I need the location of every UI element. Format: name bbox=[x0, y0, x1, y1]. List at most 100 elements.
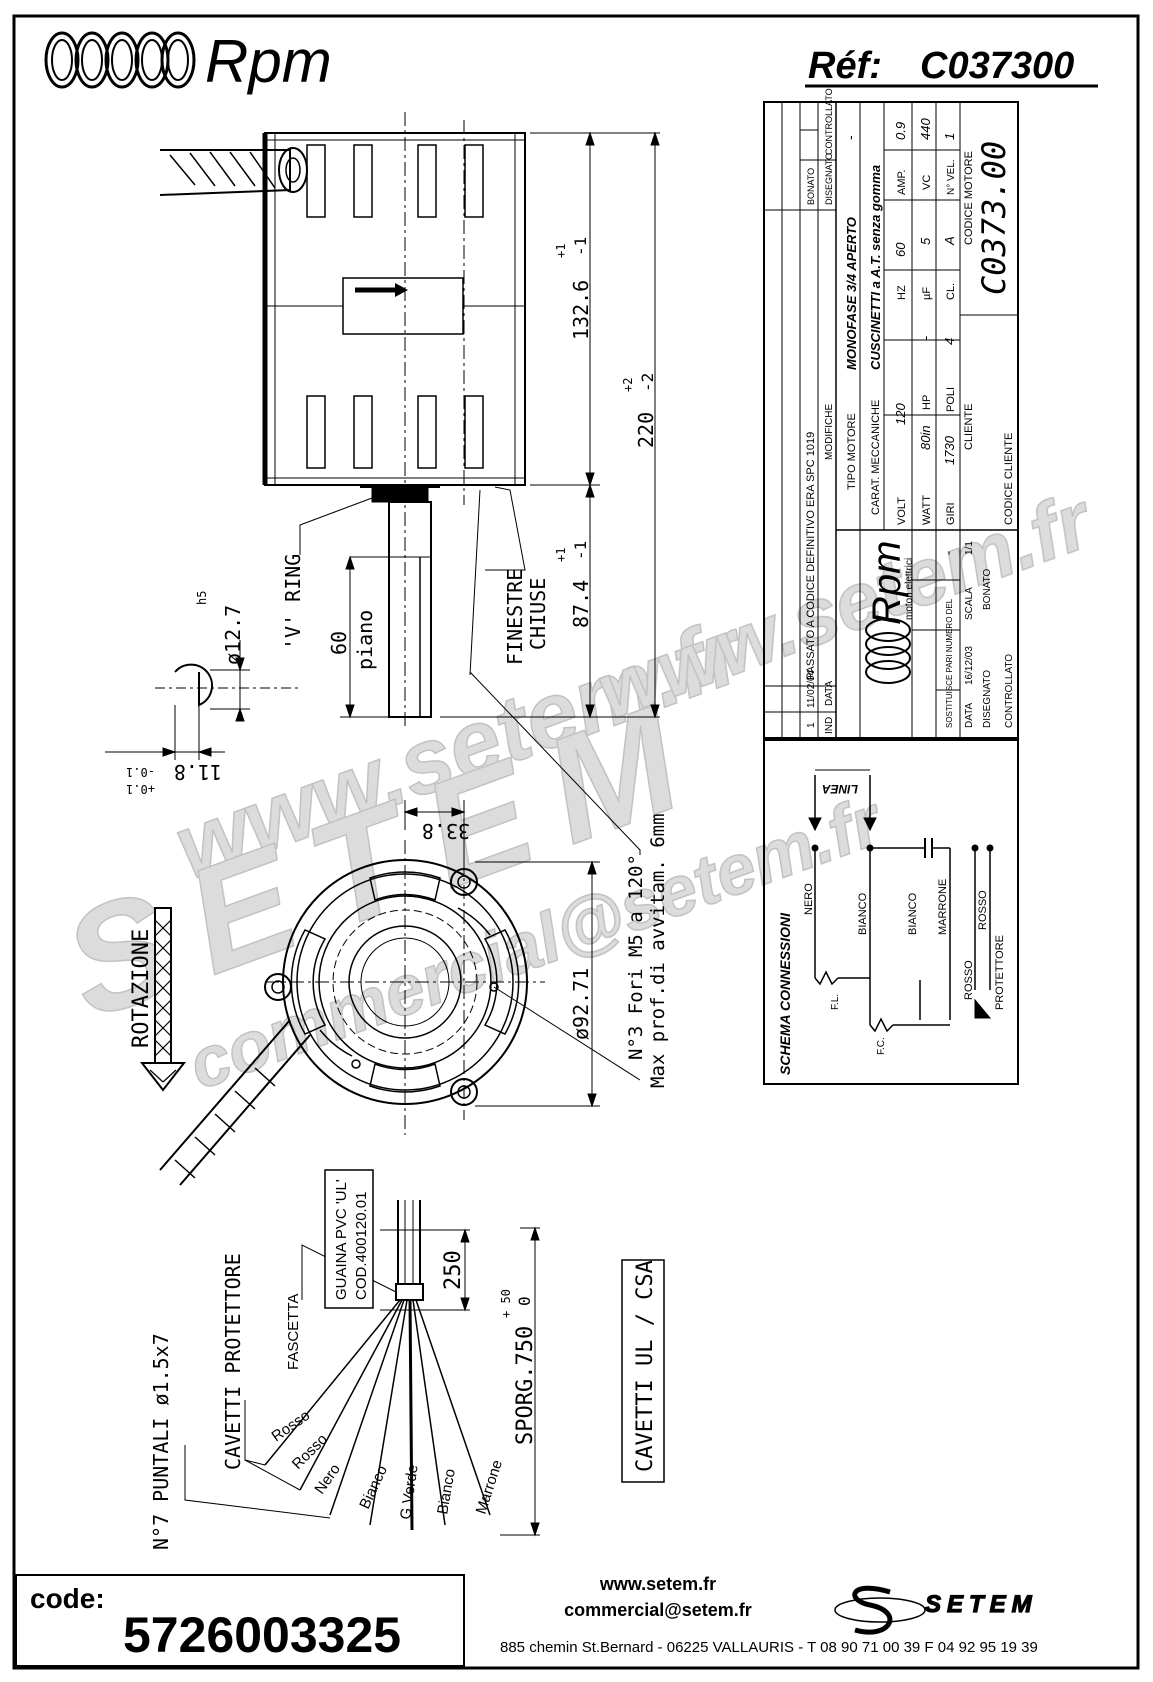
bonato-label-2: BONATO bbox=[982, 568, 993, 610]
footer: code: 5726003325 www.setem.fr commercial… bbox=[15, 1574, 1038, 1667]
setem-logo bbox=[834, 1585, 926, 1635]
giri: 1730 bbox=[942, 435, 957, 465]
dim-body-length: 132.6 bbox=[569, 280, 593, 340]
motor-front-view bbox=[159, 671, 641, 1186]
motor-side-view bbox=[159, 112, 660, 730]
codice-motore-label: CODICE MOTORE bbox=[963, 151, 975, 245]
label-finestre-1: FINESTRE bbox=[503, 569, 527, 665]
label-guaina-1: GUAINA PVC 'UL' bbox=[333, 1179, 350, 1300]
dim-flat-tol-minus: -0.1 bbox=[126, 765, 155, 779]
sostituisce-label: SOSTITUISCE PARI NUMERO DEL bbox=[945, 598, 954, 728]
label-cavetti-ul: CAVETTI UL / CSA bbox=[633, 1260, 658, 1472]
ref-label: Réf: bbox=[808, 45, 882, 87]
hp-label: HP bbox=[921, 395, 933, 410]
schema-bianco-1: BIANCO bbox=[857, 892, 869, 935]
title-block bbox=[763, 101, 1019, 1085]
lead-wires bbox=[184, 1200, 540, 1537]
controllato-label-2: CONTROLLATO bbox=[1004, 654, 1015, 728]
title-block-text: IND DATA MODIFICHE 1 11/02/04 PASSATO A … bbox=[805, 88, 1015, 734]
brand-name: Rpm bbox=[205, 28, 332, 95]
label-holes-1: N°3 Fori M5 a 120° bbox=[625, 854, 647, 1060]
schema-protettore: PROTETTORE bbox=[994, 935, 1006, 1010]
dim-shaft-length: 87.4 bbox=[569, 580, 593, 628]
vel: 1 bbox=[942, 133, 957, 140]
code-label: code: bbox=[30, 1583, 105, 1614]
dim-shaft-dia: ø12.7 bbox=[221, 605, 245, 665]
dim-offset: 33.8 bbox=[422, 819, 470, 843]
wire-label: Bianco bbox=[356, 1463, 391, 1512]
schema-linea: LINEA bbox=[822, 782, 858, 796]
carat: CUSCINETTI a A.T. senza gomma bbox=[868, 165, 883, 370]
rev-date: 11/02/04 bbox=[806, 669, 817, 708]
title-block-logo bbox=[865, 618, 911, 684]
ref-value: C037300 bbox=[920, 45, 1074, 87]
volt-label: VOLT bbox=[896, 497, 908, 525]
wire-label: Rosso bbox=[269, 1407, 314, 1445]
code-value: 5726003325 bbox=[123, 1607, 401, 1663]
label-finestre-2: CHIUSE bbox=[526, 578, 550, 650]
label-puntali: N°7 PUNTALI ø1.5x7 bbox=[149, 1333, 173, 1550]
rotation-arrow: ROTAZIONE bbox=[129, 907, 187, 1092]
label-rotation: ROTAZIONE bbox=[129, 929, 154, 1048]
rpm-coil-logo bbox=[44, 31, 196, 89]
schema-fl: F.L. bbox=[830, 994, 841, 1010]
wiring-schema-text: SCHEMA CONNESSIONI LINEA NERO BIANCO BIA… bbox=[777, 782, 1006, 1075]
rev-ind: IND bbox=[824, 717, 835, 734]
dash: - bbox=[842, 135, 858, 140]
vc: 440 bbox=[918, 118, 933, 140]
dim-total-tol-minus: -2 bbox=[638, 373, 657, 392]
schema-title: SCHEMA CONNESSIONI bbox=[777, 912, 793, 1075]
codice-motore: C0373.00 bbox=[975, 141, 1013, 295]
label-sporg-tol-minus: 0 bbox=[515, 1296, 534, 1306]
dim-shaft-fit: h5 bbox=[195, 591, 209, 605]
carat-label: CARAT. MECCANICHE bbox=[870, 400, 882, 515]
dim-shaft-tol-minus: -1 bbox=[571, 541, 590, 560]
bonato-label: BONATO bbox=[806, 168, 816, 205]
data-value: 16/12/03 bbox=[964, 646, 975, 685]
scala: 1/1 bbox=[964, 541, 975, 555]
rev-modifiche: MODIFICHE bbox=[824, 404, 835, 460]
dim-bolt-circle: ø92.71 bbox=[569, 968, 593, 1040]
amp-label: AMP. bbox=[896, 170, 908, 195]
side-view-dimensions: 132.6 +1 -1 220 +2 -2 87.4 +1 -1 60 pian… bbox=[281, 237, 658, 670]
vel-label: N° VEL. bbox=[946, 159, 957, 195]
poli-label: POLI bbox=[945, 387, 957, 412]
poli: 4 bbox=[942, 338, 957, 345]
codice-cliente-label: CODICE CLIENTE bbox=[1003, 433, 1015, 525]
guaina-box bbox=[324, 1169, 374, 1309]
label-sporg: SPORG.750 bbox=[513, 1326, 538, 1445]
cl-label: CL. bbox=[945, 283, 957, 300]
dim-body-tol-minus: -1 bbox=[571, 237, 590, 256]
uf: 5 bbox=[918, 237, 933, 245]
setem-logo-name: SETEM bbox=[925, 1591, 1038, 1618]
dim-total-tol-plus: +2 bbox=[621, 378, 635, 392]
label-sporg-tol-plus: + 50 bbox=[499, 1289, 513, 1318]
wiring-schema bbox=[808, 769, 994, 1033]
label-fascetta: FASCETTA bbox=[285, 1294, 302, 1370]
footer-address: 885 chemin St.Bernard - 06225 VALLAURIS … bbox=[500, 1639, 1038, 1656]
schema-nero: NERO bbox=[803, 883, 815, 915]
title-block-logo-name: Rpm bbox=[865, 541, 909, 625]
shaft-section-dimensions: ø12.7 h5 11.8 +0.1 -0.1 bbox=[126, 591, 245, 796]
tipo-motore-label: TIPO MOTORE bbox=[846, 413, 858, 490]
label-cavetti-protettore: CAVETTI PROTETTORE bbox=[221, 1253, 245, 1470]
uf-label: µF bbox=[921, 287, 933, 300]
sostituisce-dash: - bbox=[941, 551, 955, 555]
data-label: DATA bbox=[964, 702, 975, 728]
disegnato-label-2: DISEGNATO bbox=[982, 670, 993, 728]
controllato-label: CONTROLLATO bbox=[824, 88, 834, 155]
wire-label: Marrone bbox=[473, 1458, 506, 1516]
label-holes-2: Max prof.di avvitam. 6mm bbox=[647, 813, 669, 1088]
label-v-ring: 'V' RING bbox=[281, 554, 305, 650]
dim-total-length: 220 bbox=[634, 412, 658, 448]
footer-email: commercial@setem.fr bbox=[564, 1600, 752, 1620]
scala-label: SCALA bbox=[964, 587, 975, 620]
label-guaina-2: COD.400120.01 bbox=[353, 1192, 370, 1300]
footer-website: www.setem.fr bbox=[599, 1574, 716, 1594]
watermark-site-2: www.setem.fr bbox=[585, 474, 1105, 736]
title-block-logo-sub: motori elettrici bbox=[904, 558, 915, 620]
drawing-frame bbox=[12, 14, 1140, 1670]
cliente-label: CLIENTE bbox=[963, 404, 975, 450]
wire-label: Nero bbox=[311, 1461, 344, 1497]
